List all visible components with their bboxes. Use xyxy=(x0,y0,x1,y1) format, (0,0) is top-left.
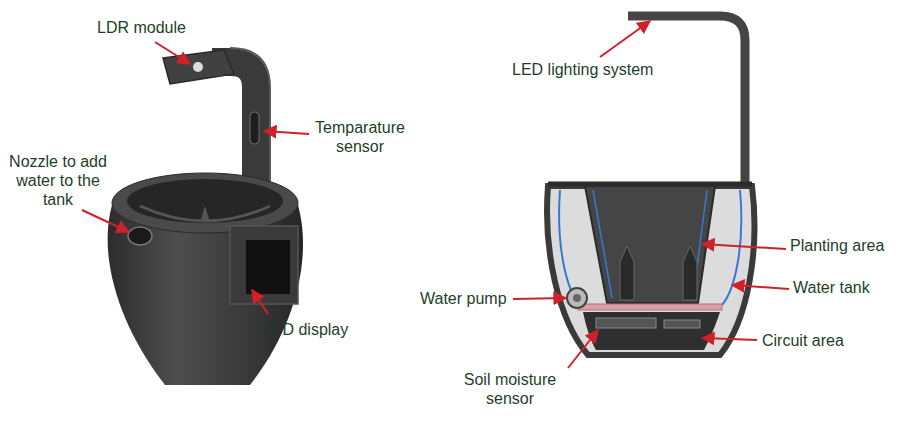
pot-rim xyxy=(112,173,298,233)
part-label: LED lighting system xyxy=(512,60,653,79)
leader-arrow xyxy=(155,42,190,64)
lamp-pole xyxy=(628,16,745,188)
board xyxy=(664,320,700,328)
circuit-area xyxy=(583,312,720,350)
leader-arrow xyxy=(252,290,268,314)
part-label: Temparature sensor xyxy=(305,118,415,156)
part-label: LCD display xyxy=(262,320,348,339)
nozzle xyxy=(128,227,152,245)
part-label: LDR module xyxy=(97,18,186,37)
leader-arrow xyxy=(702,244,786,249)
inner-wall xyxy=(140,206,270,221)
part-label: Planting area xyxy=(790,236,884,255)
pump xyxy=(567,288,587,308)
leader-arrow xyxy=(264,131,309,134)
part-label: Nozzle to add water to the tank xyxy=(2,152,114,209)
shell xyxy=(547,186,754,355)
ldr-dot xyxy=(193,62,203,72)
cone-inner-line xyxy=(593,190,612,298)
lcd-frame xyxy=(230,226,298,304)
planting-cone xyxy=(585,186,715,303)
sensor-spike xyxy=(683,246,697,300)
board xyxy=(596,318,656,328)
leader-arrows xyxy=(82,21,789,368)
part-label: Water tank xyxy=(793,278,870,297)
top-rim xyxy=(548,182,752,187)
leader-arrow xyxy=(568,330,598,368)
pot-opening xyxy=(127,179,283,223)
leader-arrow xyxy=(732,285,789,289)
leader-arrow xyxy=(513,298,566,299)
leader-arrow xyxy=(82,210,129,232)
leader-arrow xyxy=(600,21,650,57)
part-label: Water pump xyxy=(420,289,507,308)
platform xyxy=(578,304,722,310)
leader-arrow xyxy=(702,338,757,340)
tank-line-right xyxy=(722,190,741,305)
lcd-screen xyxy=(246,240,290,294)
temp-slot xyxy=(250,112,259,144)
part-label: Soil moisture sensor xyxy=(455,370,565,408)
part-label: Circuit area xyxy=(762,331,844,350)
pump-core xyxy=(573,294,581,302)
sensor-spike xyxy=(620,246,634,300)
inner-spike xyxy=(200,206,210,222)
ldr-plate xyxy=(163,50,234,84)
